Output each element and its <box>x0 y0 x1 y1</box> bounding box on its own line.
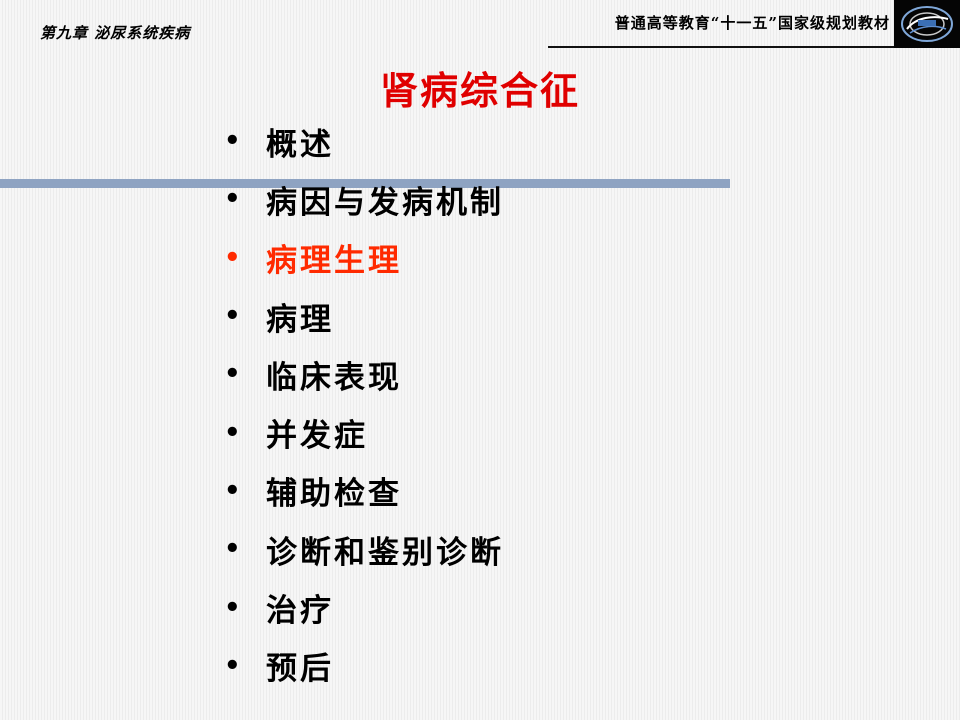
topic-list: • 概述 • 病因与发病机制 • 病理生理 • 病理 • 临床表现 • 并发症 • 辅助检查 • 诊断和鉴别诊… <box>224 112 504 695</box>
topic-item[interactable]: • 病理生理 <box>224 229 504 287</box>
bullet-icon: • <box>224 475 244 506</box>
bullet-icon: • <box>224 534 244 565</box>
topic-label: 并发症 <box>266 418 368 455</box>
publisher-logo <box>894 0 960 48</box>
chapter-label: 第九章 泌尿系统疾病 <box>40 24 191 42</box>
bullet-icon: • <box>224 417 244 448</box>
topic-item[interactable]: • 并发症 <box>224 403 504 461</box>
header-divider <box>548 46 894 48</box>
bullet-icon: • <box>224 359 244 390</box>
bullet-icon: • <box>224 301 244 332</box>
bullet-icon: • <box>224 650 244 681</box>
topic-item[interactable]: • 病理 <box>224 287 504 345</box>
topic-item[interactable]: • 诊断和鉴别诊断 <box>224 520 504 578</box>
topic-label: 治疗 <box>266 593 334 630</box>
topic-item[interactable]: • 预后 <box>224 637 504 695</box>
topic-label: 病因与发病机制 <box>266 184 504 221</box>
bullet-icon: • <box>224 592 244 623</box>
decorative-blue-bar <box>0 179 730 188</box>
topic-item[interactable]: • 治疗 <box>224 578 504 636</box>
textbook-series-label: 普通高等教育“十一五”国家级规划教材 <box>614 14 890 32</box>
topic-item[interactable]: • 病因与发病机制 <box>224 170 504 228</box>
topic-label: 概述 <box>266 126 334 163</box>
topic-label: 预后 <box>266 651 334 688</box>
topic-label: 病理生理 <box>266 243 402 280</box>
topic-label: 病理 <box>266 301 334 338</box>
slide-title: 肾病综合征 <box>379 68 580 113</box>
topic-item[interactable]: • 辅助检查 <box>224 462 504 520</box>
globe-logo-icon <box>901 6 953 42</box>
bullet-icon: • <box>224 126 244 157</box>
bullet-icon: • <box>224 242 244 273</box>
topic-item[interactable]: • 概述 <box>224 112 504 170</box>
bullet-icon: • <box>224 184 244 215</box>
topic-label: 诊断和鉴别诊断 <box>266 534 504 571</box>
topic-item[interactable]: • 临床表现 <box>224 345 504 403</box>
topic-label: 临床表现 <box>266 359 402 396</box>
topic-label: 辅助检查 <box>266 476 402 513</box>
